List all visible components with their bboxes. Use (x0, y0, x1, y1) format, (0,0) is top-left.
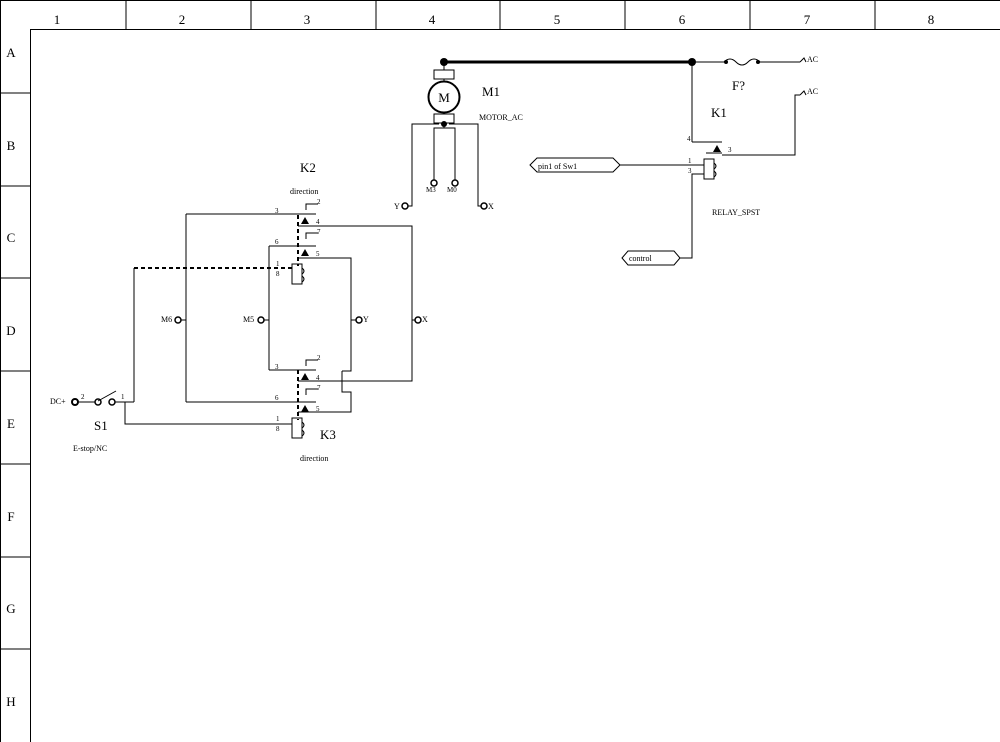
motor-value-label: MOTOR_AC (479, 113, 523, 122)
k2-pin-4: 4 (316, 218, 320, 226)
port-control[interactable]: control (621, 250, 681, 266)
k2-pin-6: 6 (275, 238, 279, 246)
k3-pin-4: 4 (316, 374, 320, 382)
motor-ref-label: M1 (482, 84, 500, 99)
estop-s1[interactable]: DC+ 2 1 S1 E-stop/NC (50, 390, 134, 453)
pin1-port-label: pin1 of Sw1 (538, 162, 577, 171)
k2-value-label: direction (290, 187, 318, 196)
m3-label: M3 (426, 186, 436, 194)
m5-label: M5 (243, 315, 254, 324)
motor-glyph: M (438, 90, 450, 105)
grid-row-a: A (6, 45, 16, 60)
grid-col-3: 3 (304, 12, 311, 27)
s1-value-label: E-stop/NC (73, 444, 107, 453)
mid-terminals[interactable]: M6 M5 Y X (161, 315, 428, 324)
motor-lead-wires[interactable] (408, 123, 482, 207)
k3-value-label: direction (300, 454, 328, 463)
k3-pin-7: 7 (317, 384, 321, 392)
k2-pin-2: 2 (317, 198, 321, 206)
motor-terminals[interactable]: Y M3 M0 X (394, 179, 494, 211)
x-top-label: X (488, 202, 494, 211)
ac-port-top[interactable]: AC (799, 55, 818, 64)
dc-plus-label: DC+ (50, 397, 66, 406)
k2-pin-3: 3 (275, 207, 279, 215)
motor-m1[interactable]: M M1 MOTOR_AC (427, 62, 523, 128)
ac-bus-wire[interactable] (440, 58, 712, 66)
s1-pin-1: 1 (121, 393, 125, 401)
k1-pin-1: 1 (688, 157, 692, 165)
k1-value-label: RELAY_SPST (712, 208, 760, 217)
x-mid-label: X (422, 315, 428, 324)
k1-ref-label: K1 (711, 105, 727, 120)
k3-pin-3: 3 (275, 363, 279, 371)
grid-col-4: 4 (429, 12, 436, 27)
relay-k1[interactable]: K1 4 3 1 3 RELAY_SPST (620, 62, 800, 259)
grid-col-6: 6 (679, 12, 686, 27)
k3-pin-5: 5 (316, 405, 320, 413)
grid-row-labels: A B C D E F G H (6, 45, 16, 709)
fuse-ref-label: F? (732, 78, 745, 93)
grid-row-c: C (7, 230, 16, 245)
grid-row-e: E (7, 416, 15, 431)
fuse-f[interactable]: F? (712, 58, 800, 93)
k3-ref-label: K3 (320, 427, 336, 442)
k1-pin-3: 3 (728, 146, 732, 154)
k2-ref-label: K2 (300, 160, 316, 175)
k2-pin-5: 5 (316, 250, 320, 258)
s1-ref-label: S1 (94, 418, 108, 433)
grid-col-5: 5 (554, 12, 561, 27)
grid-row-g: G (6, 601, 15, 616)
ac-top-label: AC (807, 55, 818, 64)
grid-row-b: B (7, 138, 16, 153)
grid-col-8: 8 (928, 12, 935, 27)
k3-pin-1: 1 (276, 415, 280, 423)
ac-port-k1[interactable]: AC (799, 87, 818, 96)
control-port-label: control (629, 254, 652, 263)
direction-wiring[interactable] (185, 214, 413, 402)
grid-col-1: 1 (54, 12, 61, 27)
y-mid-label: Y (363, 315, 369, 324)
k1-pin-3b: 3 (688, 167, 692, 175)
estop-wiring[interactable] (124, 267, 292, 425)
s1-pin-2: 2 (81, 393, 85, 401)
k3-pin-8: 8 (276, 425, 280, 433)
m0-label: M0 (447, 186, 457, 194)
y-top-label: Y (394, 202, 400, 211)
ac-k1-label: AC (807, 87, 818, 96)
k2-pin-7: 7 (317, 228, 321, 236)
grid-col-2: 2 (179, 12, 186, 27)
k2-pin-8: 8 (276, 270, 280, 278)
grid-row-d: D (6, 323, 15, 338)
k1-pin-4: 4 (687, 135, 691, 143)
m6-label: M6 (161, 315, 172, 324)
relay-k2[interactable]: K2 direction 2 3 4 7 6 5 1 8 (186, 160, 413, 382)
grid-col-7: 7 (804, 12, 811, 27)
relay-k3[interactable]: 2 3 4 7 6 5 1 8 K3 direction (186, 354, 352, 463)
k3-pin-2: 2 (317, 354, 321, 362)
grid-row-h: H (6, 694, 15, 709)
grid-row-f: F (7, 509, 14, 524)
port-pin1-of-sw1[interactable]: pin1 of Sw1 (529, 157, 621, 173)
k2-pin-1: 1 (276, 260, 280, 268)
grid-column-labels: 1 2 3 4 5 6 7 8 (54, 12, 935, 27)
k3-pin-6: 6 (275, 394, 279, 402)
